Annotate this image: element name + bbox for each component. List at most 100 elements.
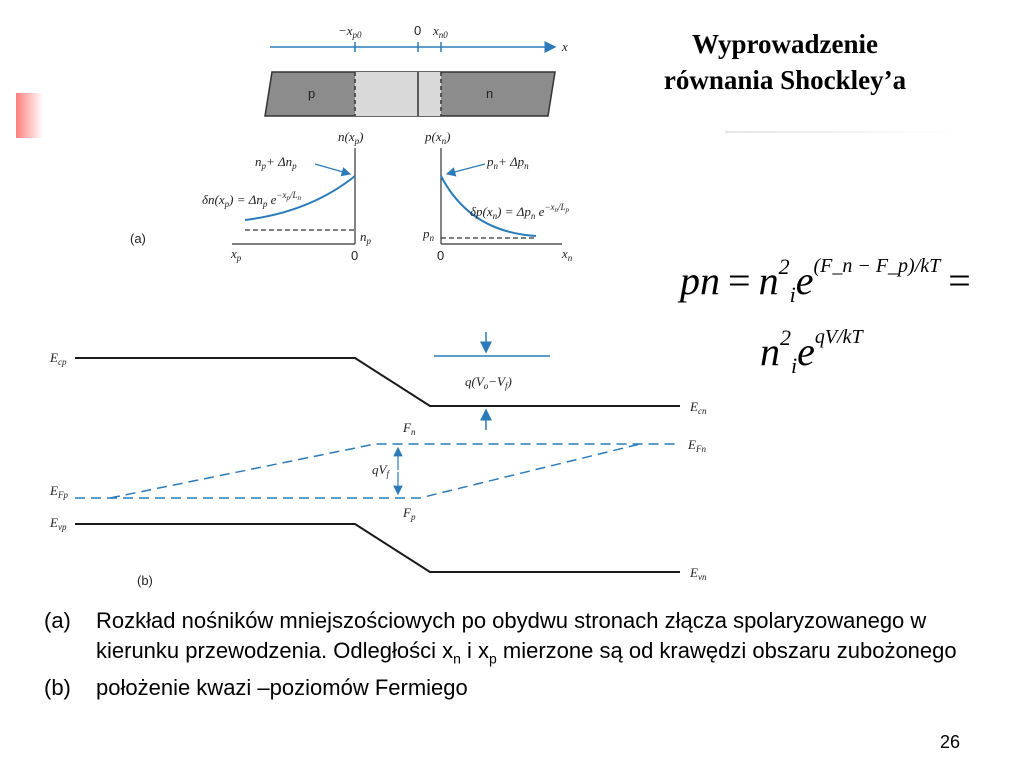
valence-band bbox=[75, 523, 680, 573]
left-ylabel: n(x bbox=[338, 129, 355, 144]
formula-n: n bbox=[758, 258, 779, 303]
right-formula-exp-sup: −x bbox=[544, 202, 554, 212]
caption-a-marker: (a) bbox=[44, 608, 71, 633]
svg-text:Fn: Fn bbox=[402, 420, 416, 437]
formula2-e: e bbox=[797, 329, 815, 374]
formula2-exponent: qV/kT bbox=[814, 326, 863, 348]
label-fp-sub: p bbox=[410, 512, 416, 522]
right-formula-exp-sup-rest-sub: p bbox=[565, 206, 570, 214]
axis-zero: 0 bbox=[414, 23, 421, 38]
label-evn: E bbox=[689, 565, 698, 580]
right-formula-exp-sup-rest: /L bbox=[557, 202, 566, 212]
captions: (a) Rozkład nośników mniejszościowych po… bbox=[44, 606, 964, 703]
svg-text:Ecp: Ecp bbox=[49, 350, 67, 367]
svg-text:Evn: Evn bbox=[689, 565, 707, 582]
label-barrier-end: ) bbox=[507, 374, 512, 389]
formula2-n-sub: i bbox=[791, 353, 798, 378]
formula-e: e bbox=[795, 258, 814, 303]
formula-n-sup: 2 bbox=[778, 254, 790, 279]
quasi-fermi-n bbox=[109, 443, 680, 499]
right-formula-sub: n bbox=[493, 211, 498, 221]
left-eq-label-sub: p bbox=[366, 236, 372, 246]
right-eq-label-sub: n bbox=[430, 233, 435, 243]
right-xlabel: x bbox=[561, 246, 568, 261]
label-b: (b) bbox=[137, 573, 153, 588]
caption-a-sub1: n bbox=[453, 650, 461, 667]
bar-label-p: p bbox=[308, 86, 315, 101]
left-xlabel: x bbox=[230, 246, 237, 261]
label-efp-sub: Fp bbox=[57, 490, 68, 500]
left-annotation-sub: p bbox=[261, 161, 267, 171]
right-formula: δp(x bbox=[470, 204, 493, 219]
axis-neg-sub: p0 bbox=[352, 30, 363, 40]
label-fn: F bbox=[402, 420, 412, 435]
svg-text:xp: xp bbox=[230, 246, 242, 263]
label-qvf: qV bbox=[372, 462, 389, 477]
label-efn: E bbox=[687, 437, 696, 452]
left-zero: 0 bbox=[351, 248, 358, 263]
left-formula-exp-sup: −x bbox=[276, 190, 286, 200]
svg-text:np+ Δnp: np+ Δnp bbox=[255, 154, 297, 171]
formula2-n: n bbox=[760, 329, 780, 374]
label-fp: F bbox=[402, 505, 412, 520]
right-ylabel-sub: n bbox=[442, 136, 447, 146]
formula2-n-sup: 2 bbox=[780, 325, 791, 350]
formula-n-sub: i bbox=[789, 282, 796, 307]
formula-exponent: (F_n − F_p)/kT bbox=[813, 255, 941, 277]
bar-label-n: n bbox=[486, 86, 493, 101]
accent-bar bbox=[16, 93, 43, 138]
label-evn-sub: vn bbox=[698, 572, 707, 582]
svg-text:δn(xp) = Δnp e−xp/Ln: δn(xp) = Δnp e−xp/Ln bbox=[202, 190, 302, 209]
label-barrier-sub1: o bbox=[484, 381, 489, 391]
conduction-band bbox=[75, 357, 680, 407]
axis-x: x bbox=[561, 39, 568, 54]
title-line-1: Wyprowadzenie bbox=[692, 29, 878, 59]
label-ecn: E bbox=[689, 399, 698, 414]
right-annotation-rest-sub: n bbox=[524, 161, 529, 171]
svg-text:pn: pn bbox=[422, 226, 435, 243]
axis-pos: x bbox=[432, 23, 439, 38]
formula-lhs: pn bbox=[680, 258, 720, 303]
svg-text:qVf: qVf bbox=[372, 462, 390, 479]
svg-text:Fp: Fp bbox=[402, 505, 416, 522]
svg-text:Ecn: Ecn bbox=[689, 399, 707, 416]
left-annotation: n bbox=[255, 154, 262, 169]
left-eq-label: n bbox=[360, 229, 367, 244]
right-curve bbox=[440, 175, 537, 237]
right-eq-label: p bbox=[422, 226, 430, 241]
label-efp: E bbox=[49, 483, 58, 498]
left-minority-plot: n(xp) np+ Δnp δn(xp) = Δnp e−xp/Ln np xp… bbox=[202, 129, 372, 263]
right-formula-exp-sup-sub: n bbox=[555, 206, 559, 214]
left-annotation-rest-sub: p bbox=[291, 161, 297, 171]
quasi-fermi-p bbox=[75, 443, 641, 499]
caption-a-text: Rozkład nośników mniejszościowych po oby… bbox=[96, 606, 964, 673]
label-efn-sub: Fn bbox=[695, 444, 706, 454]
svg-text:p(xn): p(xn) bbox=[424, 129, 450, 146]
label-evp-sub: vp bbox=[58, 522, 67, 532]
label-barrier-mid: −V bbox=[488, 374, 507, 389]
formula-trailing-equals: = bbox=[948, 258, 971, 303]
pn-junction-diagram: −xp0 0 xn0 x p n n(xp) np+ Δnp δn(xp) = … bbox=[49, 23, 707, 588]
caption-a-part1: Rozkład nośników mniejszościowych po oby… bbox=[96, 608, 927, 663]
left-annotation-rest: + Δn bbox=[266, 154, 292, 169]
left-formula-sub: p bbox=[224, 199, 230, 209]
title-line-2: równania Shockley’a bbox=[663, 65, 907, 95]
right-annotation-rest: + Δp bbox=[498, 154, 525, 169]
caption-a: (a) Rozkład nośników mniejszościowych po… bbox=[44, 606, 964, 673]
left-formula-exp-sup-rest-sub: n bbox=[298, 194, 302, 202]
pn-bar: p n bbox=[264, 71, 556, 117]
svg-text:q(Vo−Vf): q(Vo−Vf) bbox=[465, 374, 512, 391]
left-formula: δn(x bbox=[202, 192, 225, 207]
right-minority-plot: p(xn) pn+ Δpn δp(xn) = Δpn e−xn/Lp pn 0 … bbox=[422, 129, 573, 263]
axis-pos-sub: n0 bbox=[439, 30, 449, 40]
left-formula-exp-sup-sub: p bbox=[286, 194, 291, 202]
svg-text:EFn: EFn bbox=[687, 437, 706, 454]
right-xlabel-sub: n bbox=[568, 253, 573, 263]
caption-b: (b) położenie kwazi –poziomów Fermiego bbox=[44, 673, 964, 703]
svg-text:n(xp): n(xp) bbox=[338, 129, 363, 146]
label-ecp-sub: cp bbox=[58, 357, 67, 367]
svg-text:δp(xn) = Δpn e−xn/Lp: δp(xn) = Δpn e−xn/Lp bbox=[470, 202, 570, 221]
caption-b-marker: (b) bbox=[44, 675, 71, 701]
band-diagram: Ecp Ecn EFp EFn Evp Evn Fn Fp qVf q(Vo−V… bbox=[49, 332, 707, 582]
caption-a-sub2: p bbox=[489, 650, 497, 667]
